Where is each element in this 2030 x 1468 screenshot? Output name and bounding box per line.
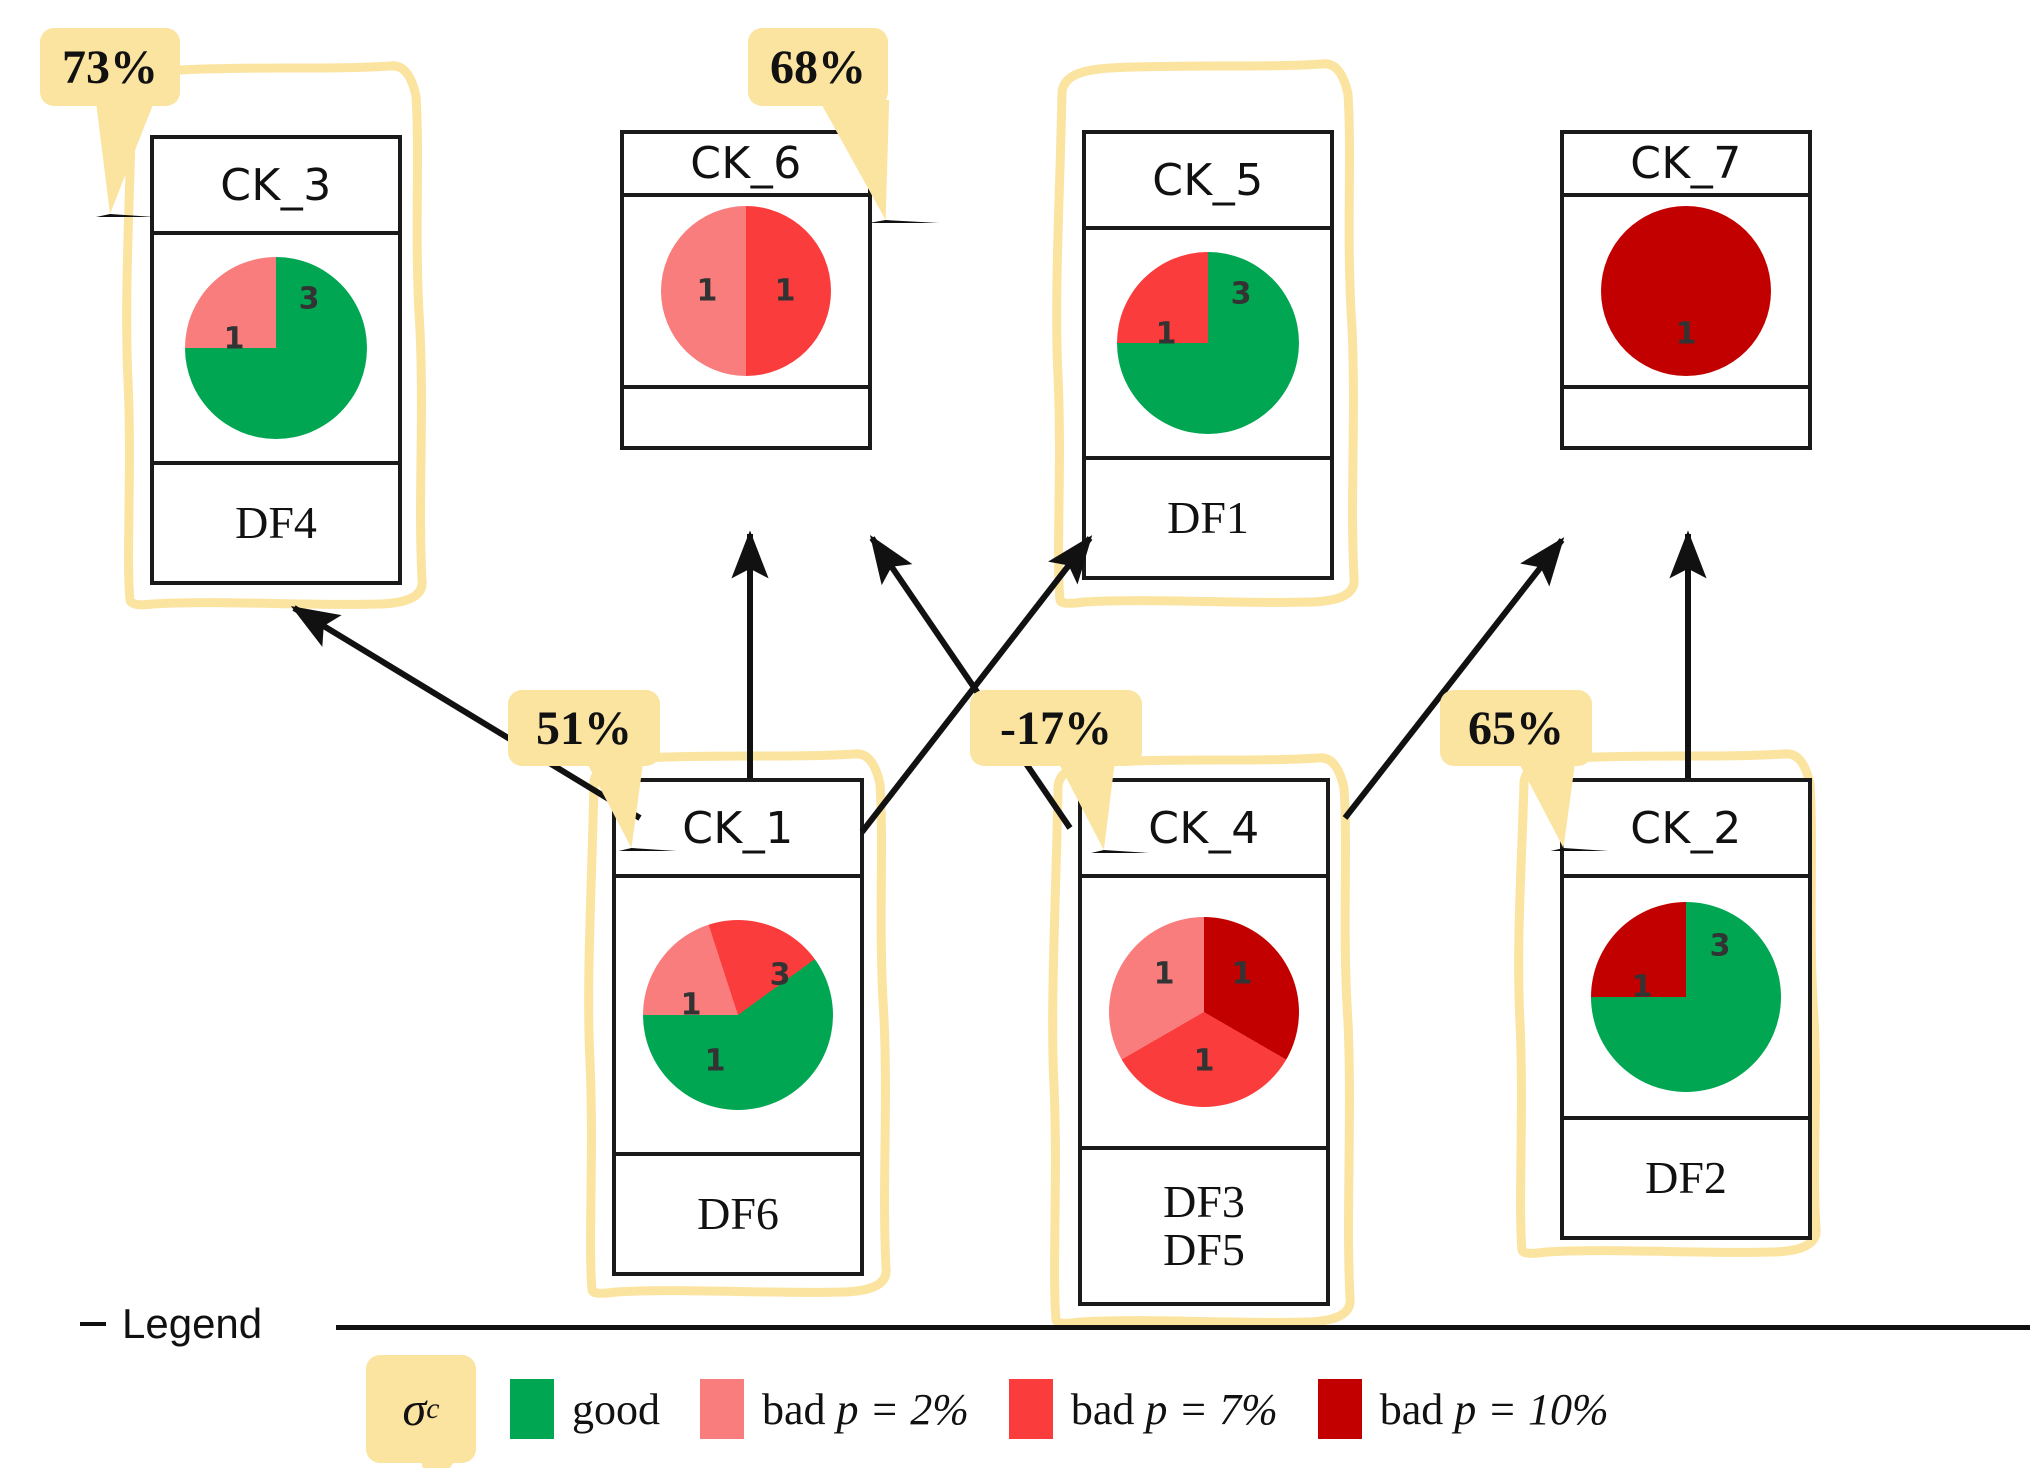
component-title-ck7: CK_7 xyxy=(1564,134,1808,198)
legend-label-bad-10-text: bad xyxy=(1379,1384,1444,1434)
sigma-symbol: σ xyxy=(402,1382,427,1436)
legend-label-bad-10: bad p = 10% xyxy=(1380,1384,1609,1435)
legend-swatch-bad-2 xyxy=(700,1379,744,1439)
callout-value: 51% xyxy=(536,701,632,755)
callout-value: 73% xyxy=(62,40,158,94)
legend-math-bad-10: p = 10% xyxy=(1454,1384,1609,1434)
callout-badge-ck4: -17% xyxy=(970,690,1149,853)
legend-label-bad-2-text: bad xyxy=(762,1384,826,1434)
legend-swatch-good xyxy=(510,1379,554,1439)
pie-cell-ck7: 1 xyxy=(1564,197,1808,390)
legend-label-bad-7: bad p = 7% xyxy=(1071,1384,1278,1435)
callout-tail xyxy=(96,102,154,217)
callout-badge-ck2: 65% xyxy=(1440,690,1609,851)
callout-badge-ck3: 73% xyxy=(40,28,180,217)
component-box-ck6[interactable]: CK_6 1 1 xyxy=(620,130,872,450)
legend-label-bad-7-text: bad xyxy=(1070,1384,1135,1434)
legend-divider xyxy=(336,1325,2030,1330)
callout-value: 68% xyxy=(770,40,866,94)
legend-math-bad-2: p = 2% xyxy=(836,1384,969,1434)
legend-heading-label: Legend xyxy=(122,1300,263,1347)
sigma-subscript: c xyxy=(426,1392,440,1425)
component-title-ck6: CK_6 xyxy=(624,134,868,198)
legend-label-bad-2: bad p = 2% xyxy=(762,1384,969,1435)
legend-swatch-bad-7 xyxy=(1008,1379,1053,1439)
sigma-badge-tail xyxy=(420,1455,458,1468)
pie-chart-ck7: 1 xyxy=(1601,206,1771,377)
component-box-ck7[interactable]: CK_7 1 xyxy=(1560,130,1812,450)
callout-badge-ck5: 68% xyxy=(748,28,939,223)
callout-value: 65% xyxy=(1468,701,1564,755)
legend-label-good: good xyxy=(572,1384,660,1434)
callout-value: -17% xyxy=(1000,701,1112,755)
callout-badge-ck1: 51% xyxy=(508,690,677,851)
legend-swatch-bad-10 xyxy=(1317,1379,1362,1439)
legend-dash-icon xyxy=(80,1322,106,1326)
legend-heading: Legend xyxy=(80,1300,262,1348)
legend-math-bad-7: p = 7% xyxy=(1145,1384,1278,1434)
